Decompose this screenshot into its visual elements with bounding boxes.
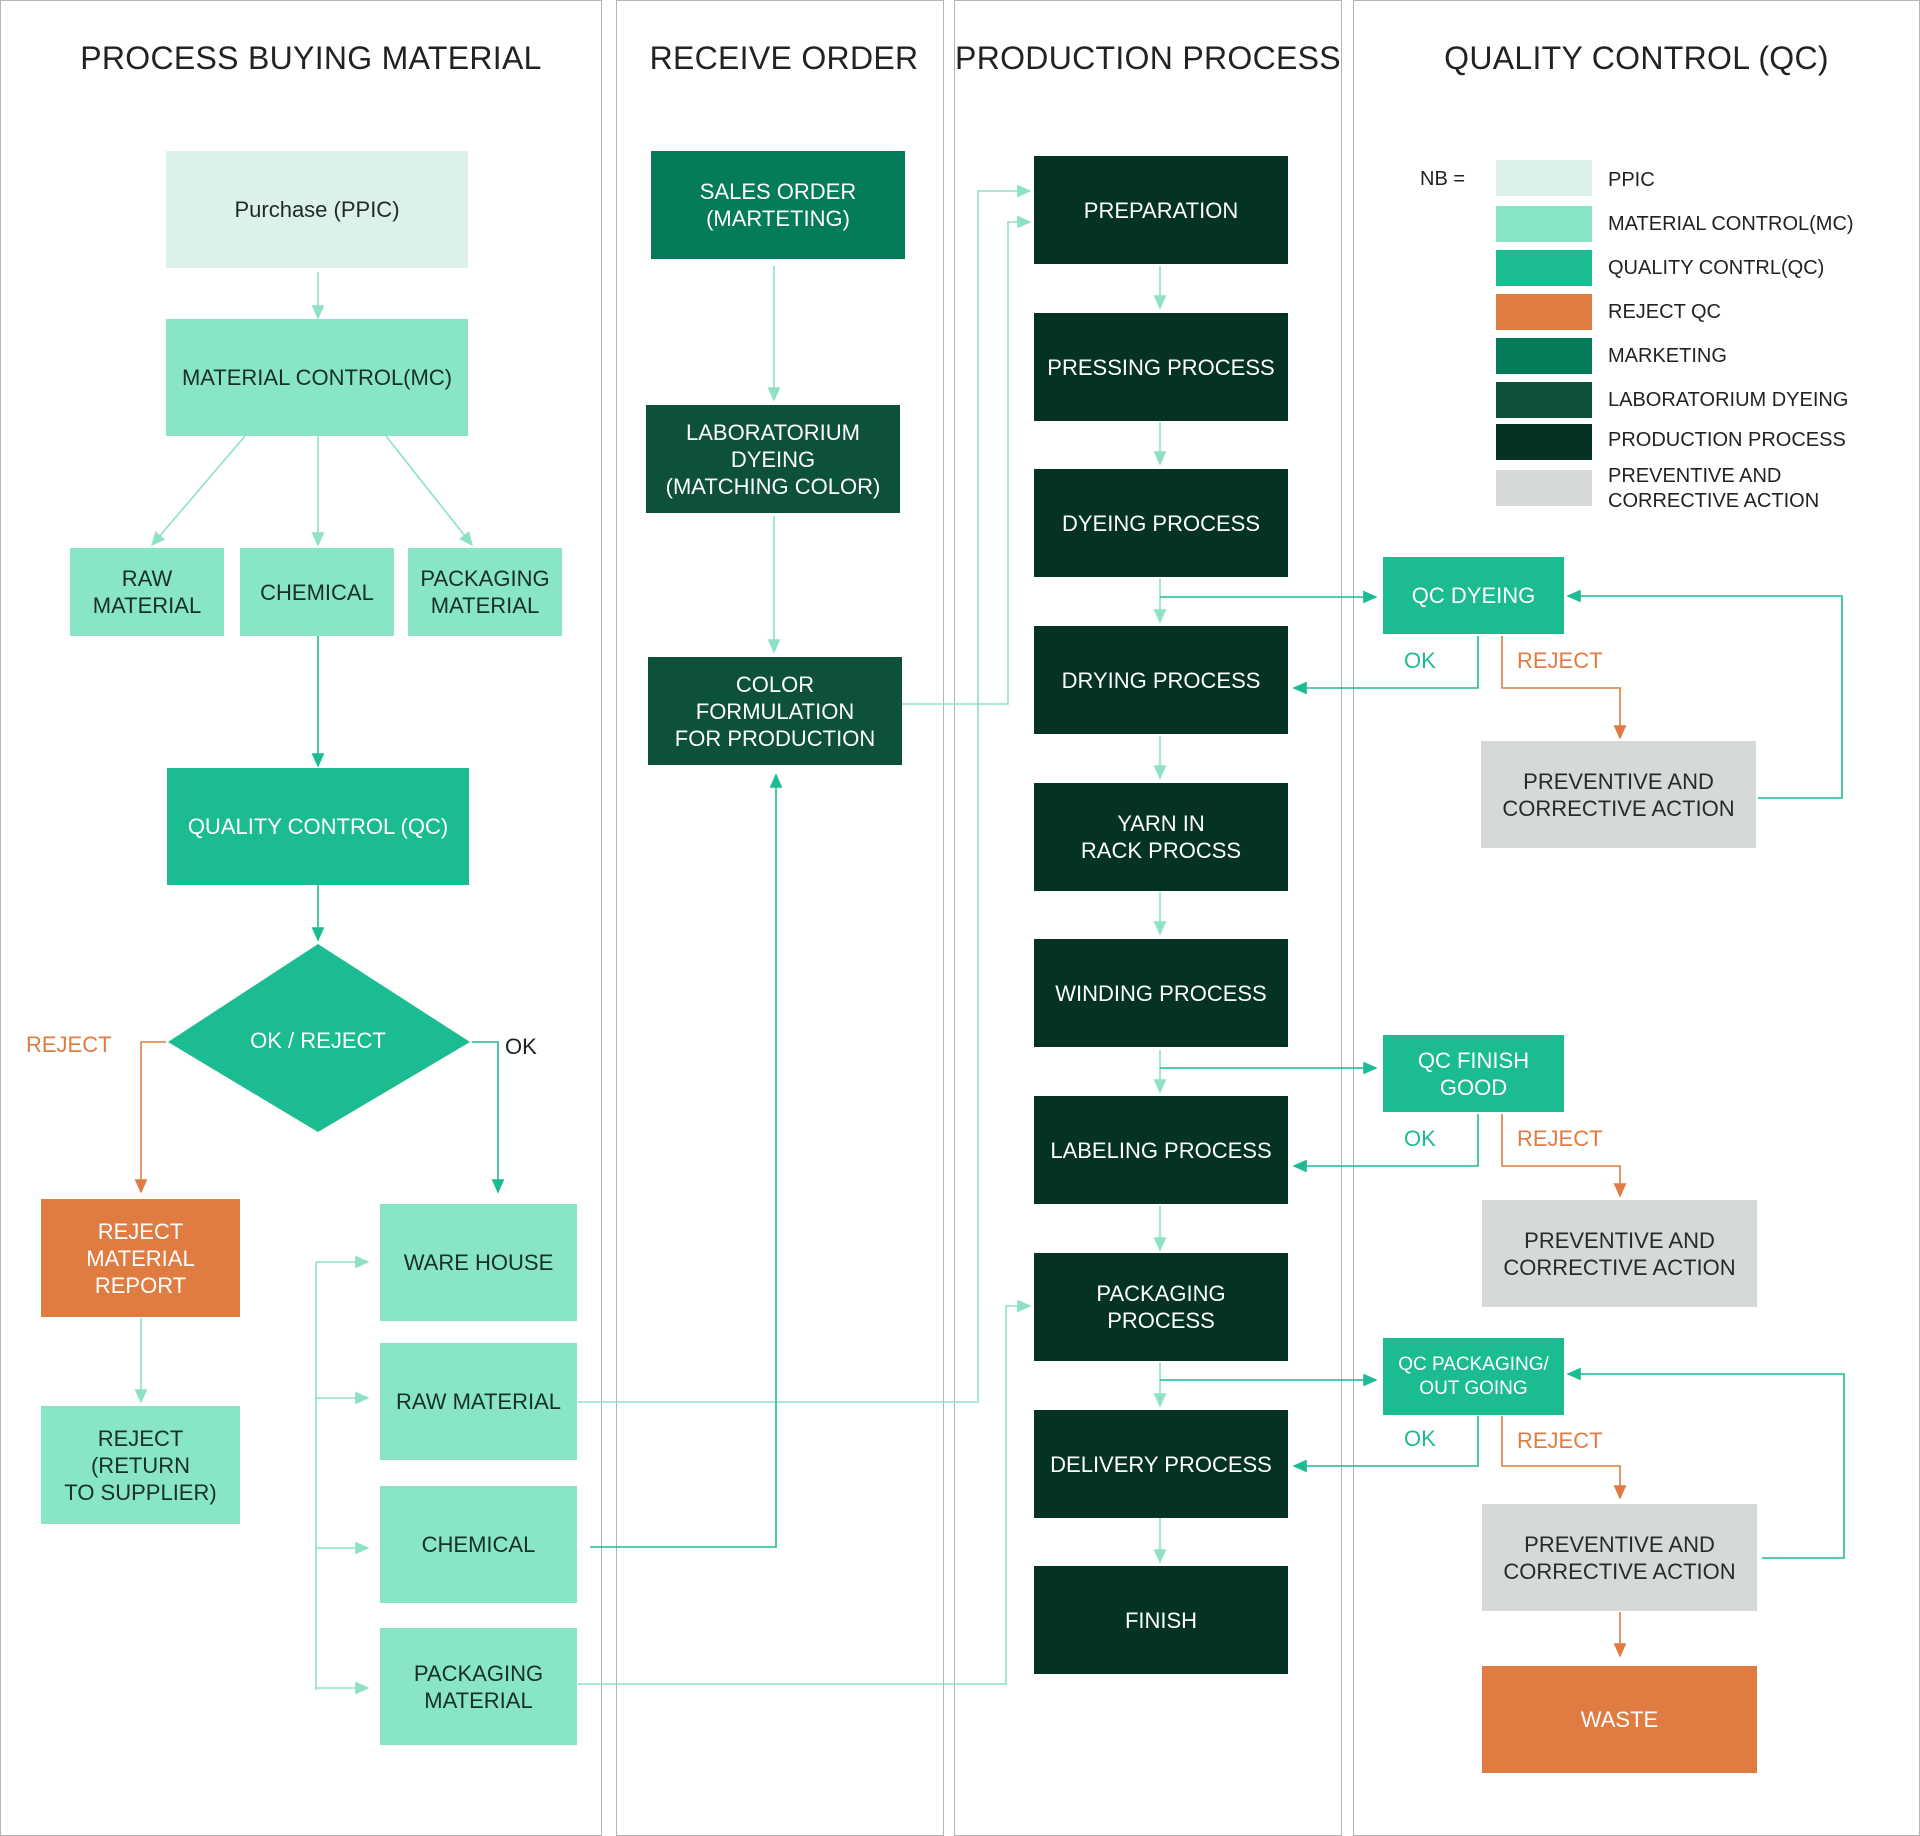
qc-finish-good-box: QC FINISH GOOD <box>1383 1035 1564 1112</box>
qc-packaging-outgoing-box: QC PACKAGING/ OUT GOING <box>1383 1338 1564 1415</box>
legend-label-reject: REJECT QC <box>1608 301 1721 323</box>
warehouse-chemical-box: CHEMICAL <box>380 1486 577 1603</box>
qc-dyeing-reject-label: REJECT <box>1517 648 1603 673</box>
warehouse-raw-material-box: RAW MATERIAL <box>380 1343 577 1460</box>
decision-diamond <box>168 944 470 1132</box>
raw-material-box: RAW MATERIAL <box>70 548 224 636</box>
reject-label: REJECT <box>26 1032 112 1057</box>
qc-finish-reject-label: REJECT <box>1517 1126 1603 1151</box>
pca-dyeing-box: PREVENTIVE AND CORRECTIVE ACTION <box>1481 741 1756 848</box>
yarn-rack-process-box: YARN IN RACK PROCSS <box>1034 783 1288 891</box>
legend-swatch-ppic <box>1496 160 1592 196</box>
chemical-box: CHEMICAL <box>240 548 394 636</box>
decision-label: OK / REJECT <box>250 1028 386 1053</box>
qc-finish-ok-label: OK <box>1404 1126 1436 1151</box>
sales-order-box: SALES ORDER (MARTETING) <box>651 151 905 259</box>
legend-label-production: PRODUCTION PROCESS <box>1608 429 1846 451</box>
material-control-box: MATERIAL CONTROL(MC) <box>166 319 468 436</box>
color-formulation-box: COLOR FORMULATION FOR PRODUCTION <box>648 657 902 765</box>
lane-title-receive-order: RECEIVE ORDER <box>649 40 919 76</box>
legend-swatch-lab-dyeing <box>1496 382 1592 418</box>
legend-label-pca: PREVENTIVE AND CORRECTIVE ACTION <box>1608 465 1820 512</box>
finish-box: FINISH <box>1034 1566 1288 1674</box>
legend-label-mc: MATERIAL CONTROL(MC) <box>1608 213 1854 235</box>
legend-swatch-qc <box>1496 250 1592 286</box>
reject-material-report-box: REJECT MATERIAL REPORT <box>41 1199 240 1317</box>
legend-label-ppic: PPIC <box>1608 169 1655 191</box>
ok-label: OK <box>505 1034 537 1059</box>
qc-packaging-ok-label: OK <box>1404 1426 1436 1451</box>
legend-label-lab-dyeing: LABORATORIUM DYEING <box>1608 389 1849 411</box>
lane-title-production: PRODUCTION PROCESS <box>955 40 1341 76</box>
qc-packaging-reject-label: REJECT <box>1517 1428 1603 1453</box>
lane-title-quality-control: QUALITY CONTROL (QC) <box>1444 40 1829 76</box>
winding-process-box: WINDING PROCESS <box>1034 939 1288 1047</box>
warehouse-box: WARE HOUSE <box>380 1204 577 1321</box>
qc-dyeing-ok-label: OK <box>1404 648 1436 673</box>
preparation-box: PREPARATION <box>1034 156 1288 264</box>
legend-swatch-production <box>1496 424 1592 460</box>
packaging-process-box: PACKAGING PROCESS <box>1034 1253 1288 1361</box>
pca-packaging-box: PREVENTIVE AND CORRECTIVE ACTION <box>1482 1504 1757 1611</box>
legend-swatch-reject <box>1496 294 1592 330</box>
purchase-ppic-box: Purchase (PPIC) <box>166 151 468 268</box>
delivery-process-box: DELIVERY PROCESS <box>1034 1410 1288 1518</box>
waste-box: WASTE <box>1482 1666 1757 1773</box>
reject-return-supplier-box: REJECT (RETURN TO SUPPLIER) <box>41 1406 240 1524</box>
labeling-process-box: LABELING PROCESS <box>1034 1096 1288 1204</box>
quality-control-box: QUALITY CONTROL (QC) <box>167 768 469 885</box>
pressing-process-box: PRESSING PROCESS <box>1034 313 1288 421</box>
qc-dyeing-box: QC DYEING <box>1383 557 1564 634</box>
legend-label-qc: QUALITY CONTRL(QC) <box>1608 257 1825 279</box>
lane-receive-order <box>616 0 944 1836</box>
legend-swatch-pca <box>1496 470 1592 506</box>
legend-prefix: NB = <box>1420 168 1466 190</box>
legend-swatch-marketing <box>1496 338 1592 374</box>
legend-swatch-mc <box>1496 206 1592 242</box>
lane-title-buying: PROCESS BUYING MATERIAL <box>80 40 542 76</box>
warehouse-packaging-material-box: PACKAGING MATERIAL <box>380 1628 577 1745</box>
drying-process-box: DRYING PROCESS <box>1034 626 1288 734</box>
laboratorium-dyeing-box: LABORATORIUM DYEING (MATCHING COLOR) <box>646 405 900 513</box>
pca-finish-box: PREVENTIVE AND CORRECTIVE ACTION <box>1482 1200 1757 1307</box>
packaging-material-box: PACKAGING MATERIAL <box>408 548 562 636</box>
legend-label-marketing: MARKETING <box>1608 345 1727 367</box>
dyeing-process-box: DYEING PROCESS <box>1034 469 1288 577</box>
